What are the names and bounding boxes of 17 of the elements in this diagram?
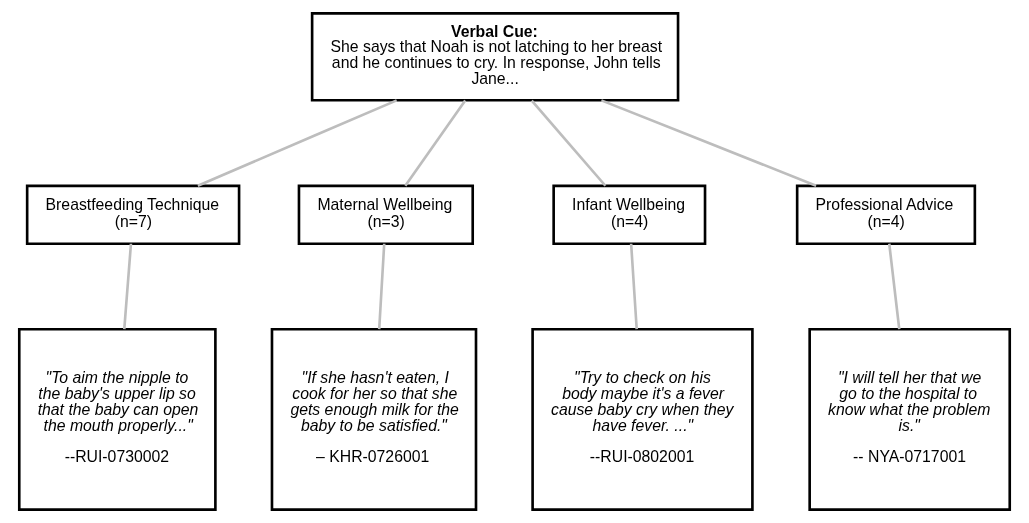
connector	[530, 99, 607, 187]
connector	[377, 243, 386, 330]
node-box: Breastfeeding Technique (n=7)	[25, 184, 241, 246]
connector	[197, 99, 398, 187]
connector	[887, 243, 901, 330]
node-box: "I will tell her that we go to the hospital to know what the problem is." -- NYA-0717001	[808, 327, 1012, 511]
node-box: Infant Wellbeing (n=4)	[552, 184, 707, 246]
node-box: Professional Advice (n=4)	[795, 184, 977, 246]
connector	[122, 243, 133, 330]
node-box: "If she hasn't eaten, I cook for her so that she gets enough milk for the baby to be satisfied." – KHR-0726001	[270, 327, 478, 511]
connector	[629, 243, 639, 330]
connector	[404, 99, 467, 187]
node-box: Maternal Wellbeing (n=3)	[297, 184, 475, 246]
node-box: "To aim the nipple to the baby's upper lip so that the baby can open the mouth properly..." --RUI-0730002	[17, 327, 217, 511]
node-box: Verbal Cue: She says that Noah is not latching to her breast and he continues to cry. In response, John tells Jane...	[310, 12, 680, 102]
node-box: "Try to check on his body maybe it's a fever cause baby cry when they have fever. ..." --RUI-0802001	[531, 327, 754, 511]
connector	[600, 99, 817, 187]
